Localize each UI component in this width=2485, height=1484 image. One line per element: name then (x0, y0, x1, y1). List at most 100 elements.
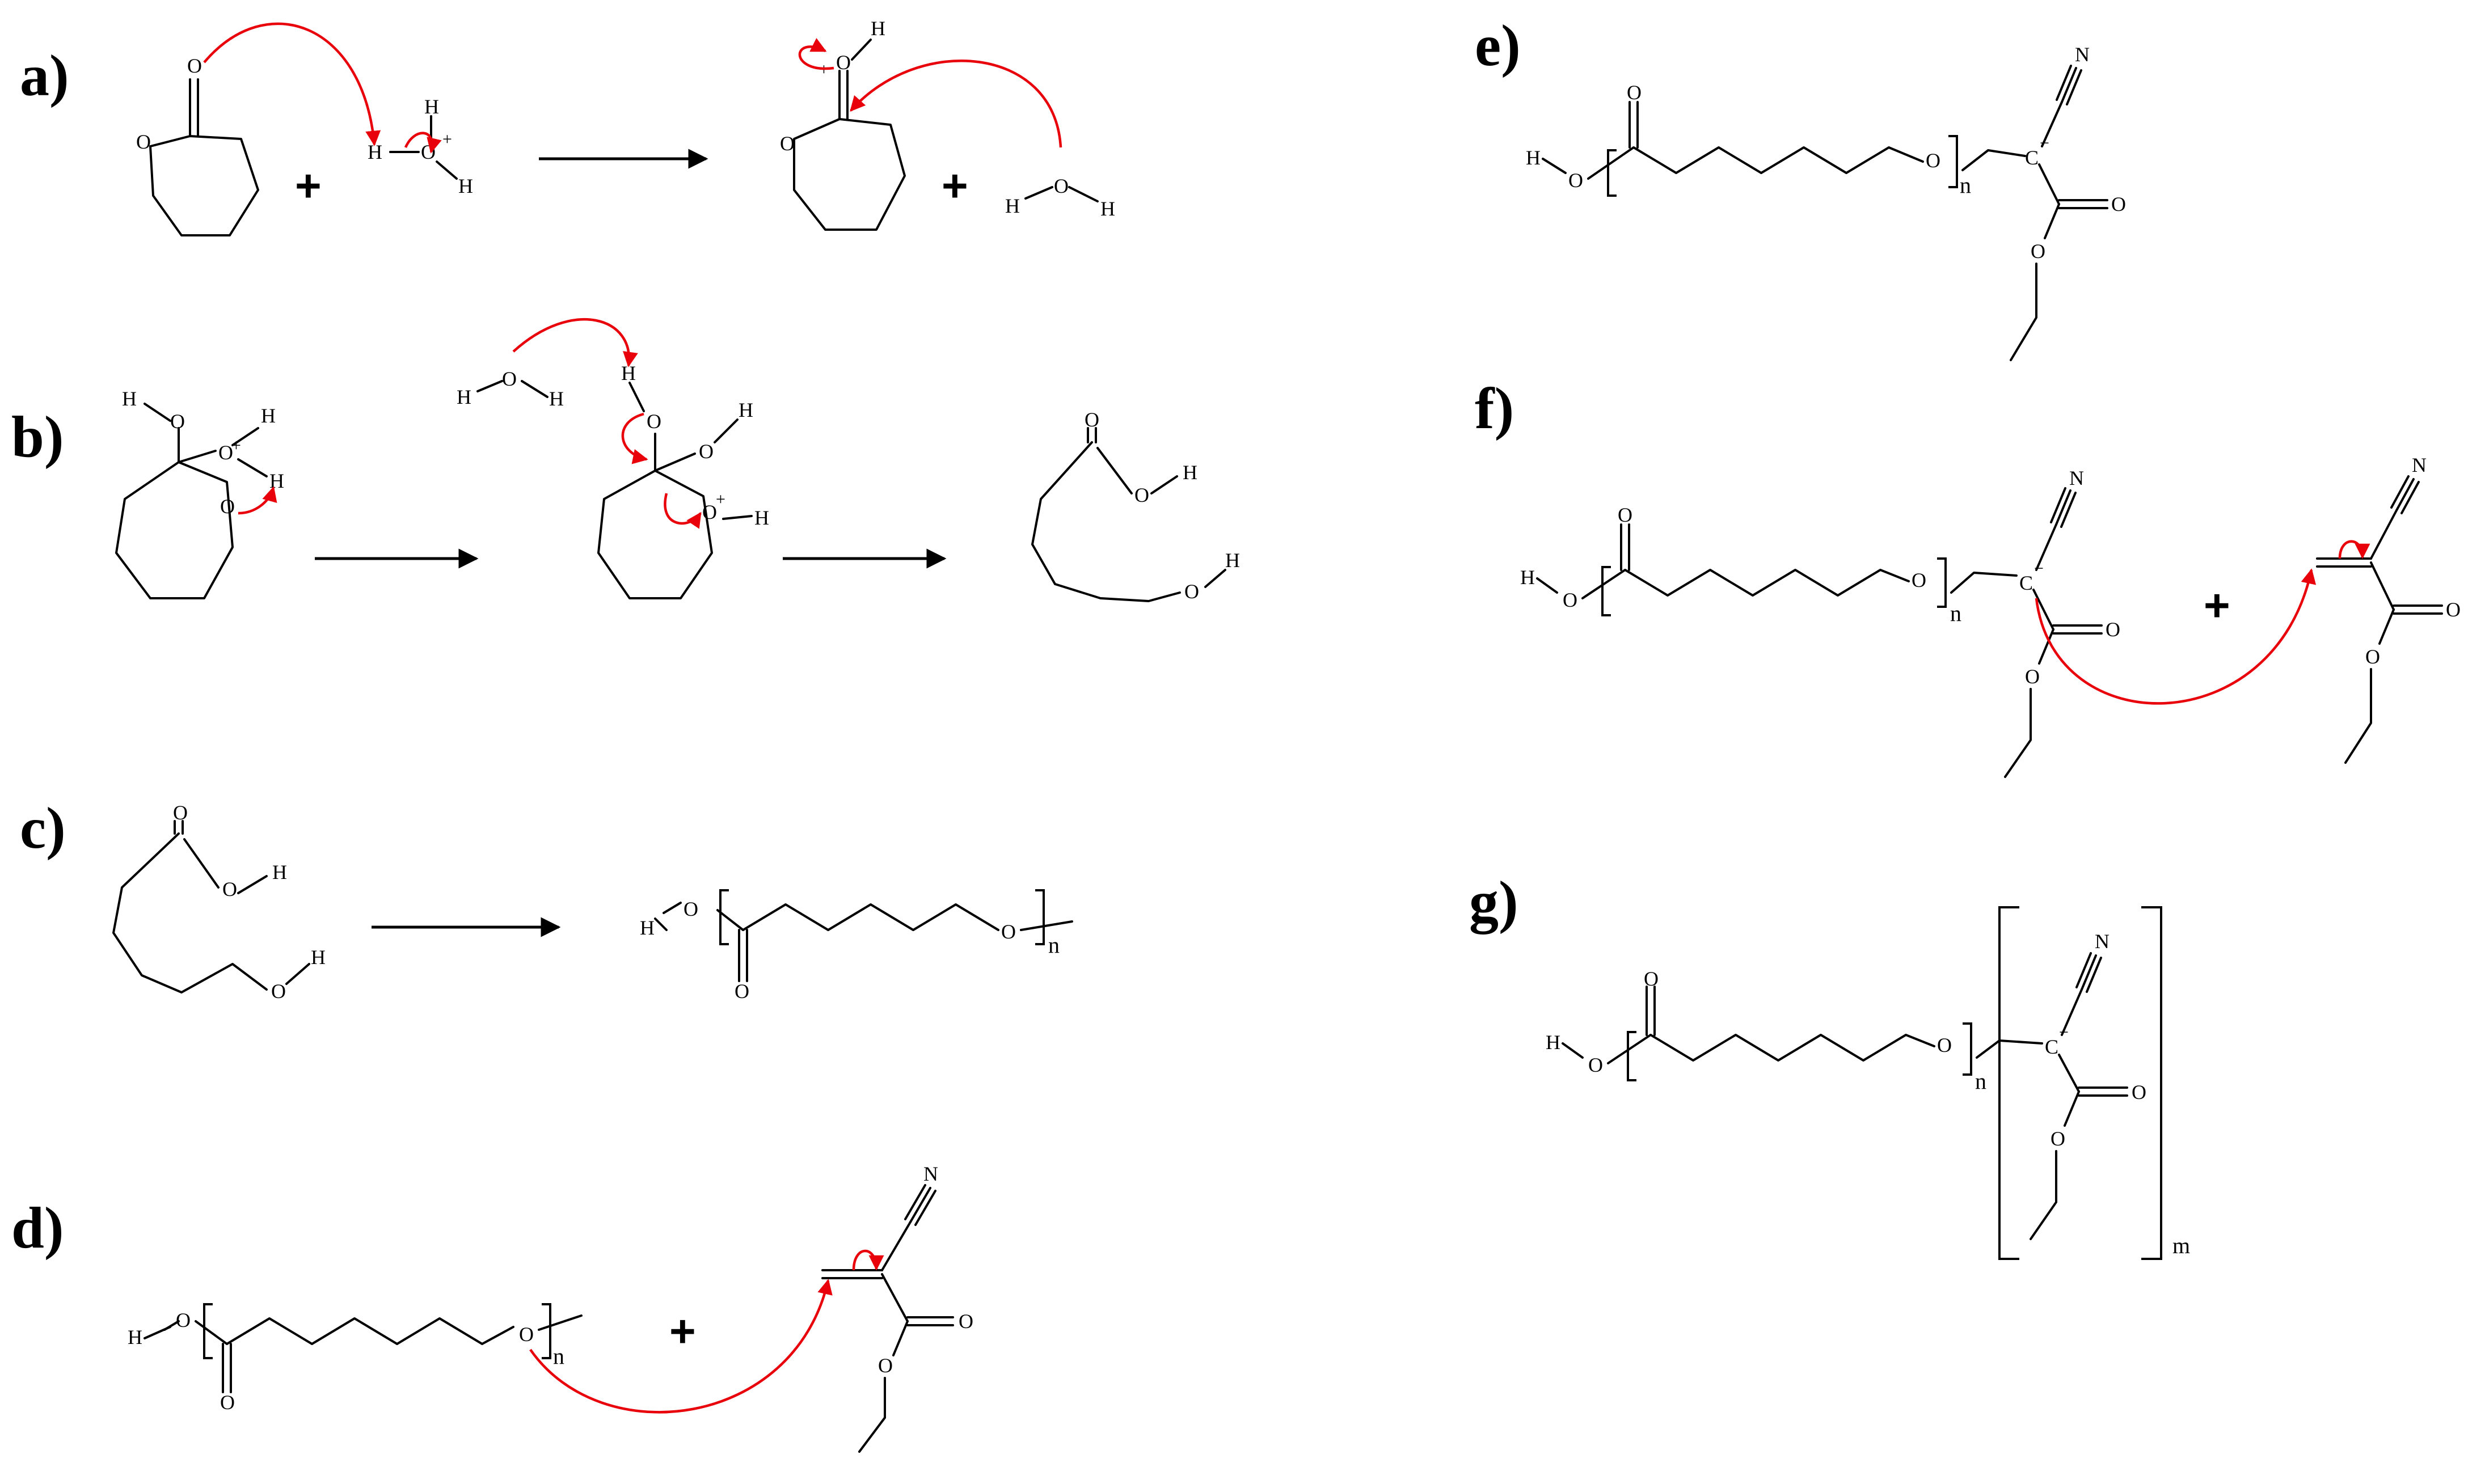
repeat-bracket-close (1937, 557, 1947, 608)
repeat-subscript: n (1960, 172, 1971, 198)
repeat-bracket-close (1948, 135, 1958, 188)
ring-oxygen: O (780, 132, 795, 155)
hydrogen-atom: H (269, 470, 284, 492)
panel-label-e: e) (1475, 13, 1521, 78)
hydrogen-atom: H (424, 95, 439, 118)
oxygen-atom: O (1054, 175, 1069, 197)
ring-oxygen: O (136, 130, 151, 153)
repeat-subscript: n (1975, 1068, 1986, 1094)
repeat-bracket-open (1607, 149, 1617, 197)
curly-arrow-icon (621, 412, 648, 464)
hydrogen-atom: H (1100, 197, 1115, 220)
tetrahedral-intermediate: O H O H H + O (115, 387, 284, 599)
hydroxyl-oxygen: O (1134, 484, 1149, 506)
repeat-subscript: n (1048, 932, 1060, 958)
panel-a: a) O O + H O H H + O H (20, 17, 1115, 236)
carbonyl-oxygen: O (1627, 81, 1642, 104)
carbonyl-oxygen: O (2106, 618, 2120, 641)
panel-c: c) O O H O H H O O O (20, 796, 1073, 1003)
positive-charge: + (442, 130, 452, 149)
panel-f: f) H O O O n C − N O O (1475, 376, 2461, 778)
panel-label-d: d) (11, 1195, 64, 1261)
repeat-bracket-close (1035, 889, 1045, 945)
curly-arrow-icon (2035, 568, 2317, 705)
ester-oxygen: O (1926, 149, 1940, 172)
carbanion-carbon: C (2019, 572, 2033, 594)
hydroxyl-oxygen: O (1588, 1054, 1603, 1076)
hydrogen-atom: H (871, 17, 885, 40)
panel-b: b) O H O H H + O H O H (11, 318, 1240, 603)
plus-sign: + (295, 160, 322, 211)
carbanion-adduct: H O O O n C − N O O (1526, 43, 2126, 361)
nitrile-nitrogen: N (2075, 43, 2090, 66)
hydrogen-atom: H (640, 916, 655, 939)
curly-arrow-icon (850, 60, 1062, 148)
nitrile-nitrogen: N (2069, 467, 2084, 489)
hydroxy-acid-monomer: O O H O H (112, 801, 326, 1003)
ring-opening-intermediate: H O O H O + H (597, 362, 769, 599)
curly-arrow-icon (2338, 540, 2370, 559)
hydronium-ion: H O H H + (368, 95, 473, 197)
panel-label-a: a) (20, 43, 69, 108)
carbonyl-oxygen: O (2132, 1081, 2146, 1104)
water-molecule: H O H (1005, 175, 1115, 220)
curly-arrow-icon (664, 493, 702, 529)
repeat-bracket-close (1963, 1022, 1972, 1076)
nitrile-nitrogen: N (923, 1162, 938, 1185)
carbanion-carbon: C (2025, 146, 2039, 169)
curly-arrow-icon (203, 22, 381, 146)
hydrogen-atom: H (457, 386, 471, 408)
hydrogen-atom: H (261, 404, 276, 427)
water-molecule: H O H (457, 367, 564, 410)
panel-label-g: g) (1469, 869, 1518, 935)
repeat-bracket-open (203, 1303, 213, 1359)
hydrogen-atom: H (311, 946, 326, 969)
negative-charge: − (2034, 559, 2044, 578)
carbonyl-oxygen: O (187, 54, 202, 77)
hydrogen-atom: H (272, 861, 287, 883)
carbonyl-oxygen: O (735, 980, 749, 1003)
ester-oxygen: O (1912, 569, 1926, 591)
nitrile-nitrogen: N (2095, 930, 2109, 953)
hydroxyl-oxygen: O (222, 878, 237, 900)
ethyl-cyanoacrylate: N O O (821, 1162, 973, 1453)
plus-sign: + (2204, 580, 2230, 631)
hydroxyl-oxygen: O (271, 980, 286, 1003)
polycaprolactone: H O O O n (640, 889, 1073, 1003)
carbonyl-oxygen: O (836, 51, 851, 74)
hydrogen-atom: H (621, 362, 636, 384)
ester-oxygen: O (1937, 1034, 1952, 1056)
hydroxyl-oxygen: O (647, 410, 661, 433)
hydrogen-atom: H (128, 1326, 142, 1348)
repeat-subscript: n (1950, 601, 1961, 626)
hydroxyl-oxygen: O (684, 898, 698, 920)
hydroxyl-oxygen: O (1563, 589, 1577, 611)
oxygen-atom: O (502, 367, 517, 390)
ester-oxygen: O (2051, 1127, 2065, 1150)
hydrogen-atom: H (122, 387, 137, 410)
ring-oxygen: O (220, 495, 235, 518)
ester-oxygen: O (519, 1323, 534, 1346)
repeat-bracket-open (1601, 566, 1611, 616)
ester-oxygen: O (2031, 240, 2045, 263)
repeat-subscript: n (553, 1343, 564, 1369)
hydroxyl-oxygen: O (1184, 580, 1199, 603)
hydroxyl-oxygen: O (176, 1309, 191, 1331)
curly-arrow-icon (238, 486, 277, 515)
panel-label-c: c) (20, 796, 66, 861)
hydroxyl-oxygen: O (1568, 169, 1583, 192)
carbonyl-oxygen: O (959, 1310, 973, 1333)
carbonyl-oxygen: O (1618, 504, 1632, 526)
hydrogen-atom: H (1526, 146, 1541, 169)
curly-arrow-icon (512, 318, 638, 367)
curly-arrow-icon (404, 132, 442, 154)
carbonyl-oxygen: O (1644, 967, 1659, 990)
hydroxyl-oxygen: O (699, 440, 714, 463)
carbonyl-oxygen: O (2446, 598, 2461, 621)
nitrile-nitrogen: N (2412, 454, 2427, 476)
panel-e: e) H O O O n C − N O O (1475, 13, 2126, 361)
hydrogen-atom: H (1225, 549, 1240, 572)
repeat-subscript: m (2172, 1233, 2190, 1258)
repeat-bracket-close (2141, 906, 2162, 1260)
